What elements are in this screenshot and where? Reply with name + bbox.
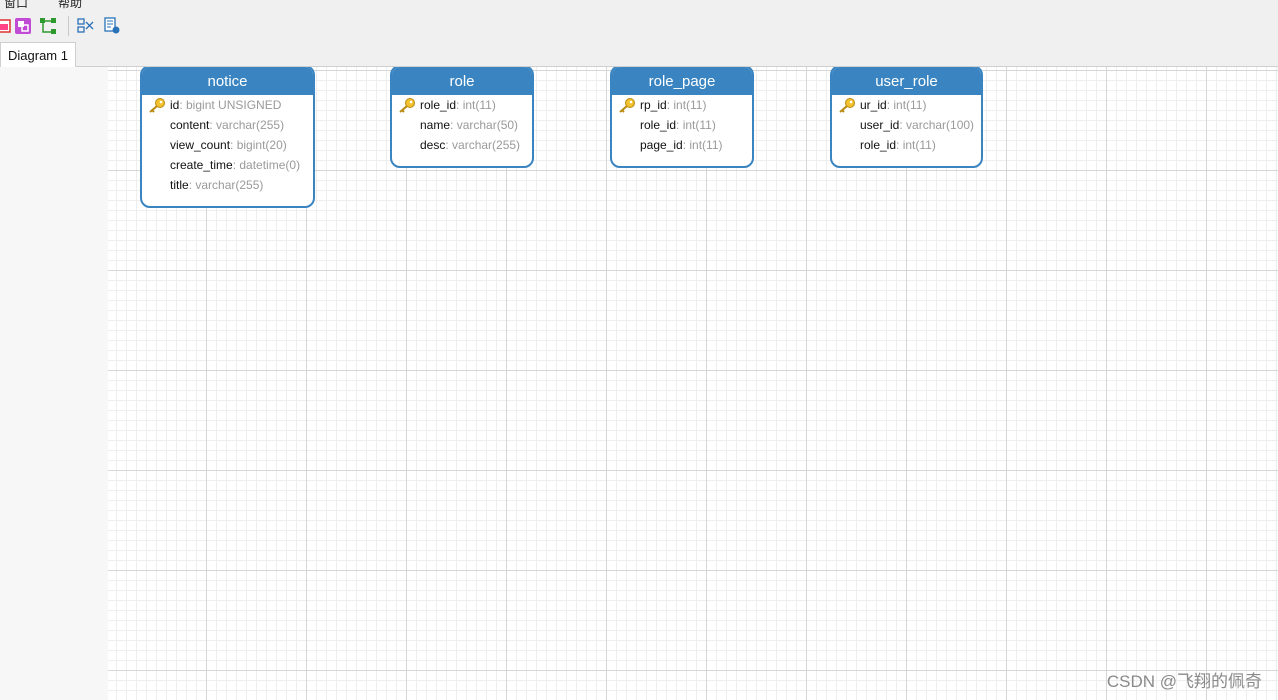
- field-type: : datetime(0): [232, 158, 301, 172]
- primary-key-icon: [149, 98, 165, 113]
- field-type: : bigint(20): [230, 138, 287, 152]
- toolbar-separator: [68, 16, 69, 36]
- watermark: CSDN @飞翔的佩奇: [1106, 672, 1262, 691]
- diagram-canvas[interactable]: notice id: bigint UNSIGNED content: varc…: [108, 67, 1278, 700]
- field-name: role_id: [640, 118, 677, 132]
- field-row[interactable]: create_time: datetime(0): [142, 155, 313, 175]
- field-name: name: [420, 118, 451, 132]
- field-row[interactable]: view_count: bigint(20): [142, 135, 313, 155]
- field-row[interactable]: role_id: int(11): [832, 135, 981, 155]
- field-name: content: [170, 118, 210, 132]
- field-name: title: [170, 178, 189, 192]
- entity-notice[interactable]: notice id: bigint UNSIGNED content: varc…: [140, 67, 315, 208]
- field-type: : int(11): [886, 98, 927, 112]
- field-name: user_id: [860, 118, 900, 132]
- primary-key-icon: [399, 98, 415, 113]
- entity-user-role[interactable]: user_role ur_id: int(11) user_id: varcha…: [830, 67, 983, 168]
- primary-key-icon: [839, 98, 855, 113]
- field-type: : bigint UNSIGNED: [179, 98, 282, 112]
- entity-title: role_page: [612, 67, 752, 95]
- field-name: desc: [420, 138, 446, 152]
- field-name: id: [170, 98, 180, 112]
- field-type: : varchar(100): [899, 118, 975, 132]
- field-row[interactable]: user_id: varchar(100): [832, 115, 981, 135]
- field-row[interactable]: name: varchar(50): [392, 115, 532, 135]
- field-name: ur_id: [860, 98, 887, 112]
- field-row[interactable]: desc: varchar(255): [392, 135, 532, 155]
- field-type: : varchar(255): [209, 118, 285, 132]
- field-name: page_id: [640, 138, 683, 152]
- entity-title: notice: [142, 67, 313, 95]
- field-row[interactable]: content: varchar(255): [142, 115, 313, 135]
- field-row[interactable]: role_id: int(11): [612, 115, 752, 135]
- field-row[interactable]: id: bigint UNSIGNED: [142, 95, 313, 115]
- field-row[interactable]: ur_id: int(11): [832, 95, 981, 115]
- field-row[interactable]: rp_id: int(11): [612, 95, 752, 115]
- field-type: : int(11): [896, 138, 936, 152]
- field-type: : int(11): [456, 98, 496, 112]
- auto-layout-icon[interactable]: [76, 16, 96, 36]
- field-type: : varchar(50): [450, 118, 519, 132]
- entity-role-page[interactable]: role_page rp_id: int(11) role_id: int(11…: [610, 67, 754, 168]
- toolbar: [0, 12, 1278, 40]
- field-name: view_count: [170, 138, 231, 152]
- properties-icon[interactable]: [102, 16, 122, 36]
- field-name: role_id: [860, 138, 897, 152]
- field-type: : varchar(255): [188, 178, 264, 192]
- field-type: : varchar(255): [445, 138, 521, 152]
- left-panel: [0, 67, 108, 700]
- new-relation-icon[interactable]: [38, 16, 58, 36]
- field-type: : int(11): [666, 98, 707, 112]
- entity-role[interactable]: role role_id: int(11) name: varchar(50) …: [390, 67, 534, 168]
- menu-help[interactable]: 帮助: [58, 0, 83, 10]
- field-row[interactable]: page_id: int(11): [612, 135, 752, 155]
- new-table-icon[interactable]: [0, 16, 14, 36]
- entity-title: user_role: [832, 67, 981, 95]
- new-view-icon[interactable]: [13, 16, 33, 36]
- field-type: : int(11): [682, 138, 723, 152]
- field-name: rp_id: [640, 98, 667, 112]
- field-row[interactable]: role_id: int(11): [392, 95, 532, 115]
- tab-strip: Diagram 1: [0, 42, 1278, 68]
- primary-key-icon: [619, 98, 635, 113]
- entity-title: role: [392, 67, 532, 95]
- menu-bar: 窗口 帮助: [0, 0, 1278, 10]
- field-row[interactable]: title: varchar(255): [142, 175, 313, 195]
- field-name: create_time: [170, 158, 233, 172]
- tab-diagram-1[interactable]: Diagram 1: [0, 42, 76, 68]
- field-name: role_id: [420, 98, 457, 112]
- menu-window[interactable]: 窗口: [4, 0, 29, 10]
- field-type: : int(11): [676, 118, 716, 132]
